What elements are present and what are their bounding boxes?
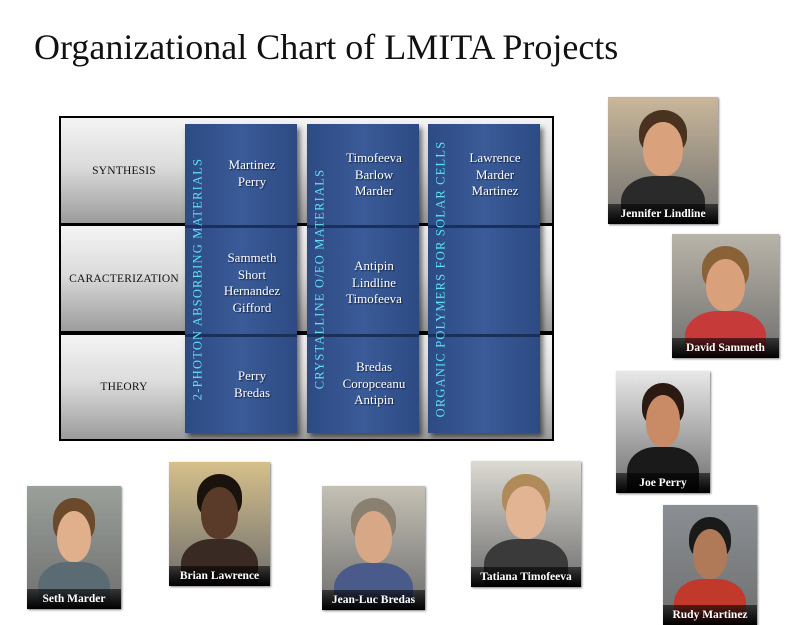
project-title-organic-polymers: ORGANIC POLYMERS FOR SOLAR CELLS [433, 140, 448, 417]
person-name-caption: Jean-Luc Bredas [322, 590, 425, 610]
org-chart: SYNTHESIS CARACTERIZATION THEORY 2-PHOTO… [59, 116, 554, 441]
person-name-caption: Joe Perry [616, 473, 710, 493]
portrait-face [506, 486, 546, 540]
portrait-image [471, 461, 581, 587]
page-title: Organizational Chart of LMITA Projects [34, 27, 619, 67]
row-label-synthesis: SYNTHESIS [92, 164, 156, 177]
person-name-caption: Jennifer Lindline [608, 204, 718, 224]
person-photo: Brian Lawrence [169, 462, 270, 586]
person-photo: Tatiana Timofeeva [471, 461, 581, 587]
portrait-face [706, 258, 745, 311]
column-divider [428, 225, 540, 228]
person-photo: David Sammeth [672, 234, 779, 358]
portrait-image [169, 462, 270, 586]
column-divider [185, 334, 297, 337]
portrait-face [646, 395, 680, 447]
column-divider [307, 225, 419, 228]
person-photo: Jean-Luc Bredas [322, 486, 425, 610]
project-column-organic-polymers: ORGANIC POLYMERS FOR SOLAR CELLS Lawrenc… [428, 124, 540, 433]
portrait-image [27, 486, 121, 609]
project-title-crystalline: CRYSTALLINE O/EO MATERIALS [312, 168, 327, 389]
person-name-caption: Brian Lawrence [169, 566, 270, 586]
portrait-face [693, 529, 727, 580]
person-photo: Jennifer Lindline [608, 97, 718, 224]
person-photo: Seth Marder [27, 486, 121, 609]
project-title-2-photon: 2-PHOTON ABSORBING MATERIALS [190, 157, 205, 400]
portrait-image [672, 234, 779, 358]
row-label-theory: THEORY [100, 381, 148, 393]
person-photo: Rudy Martinez [663, 505, 757, 625]
person-name-caption: Tatiana Timofeeva [471, 567, 581, 587]
person-photo: Joe Perry [616, 371, 710, 493]
portrait-face [57, 510, 91, 563]
column-divider [307, 334, 419, 337]
column-divider [185, 225, 297, 228]
row-label-caracterization: CARACTERIZATION [69, 272, 179, 285]
portrait-face [354, 510, 393, 563]
person-name-caption: Rudy Martinez [663, 605, 757, 625]
portrait-face [643, 122, 683, 176]
person-name-caption: David Sammeth [672, 338, 779, 358]
column-divider [428, 334, 540, 337]
portrait-face [201, 486, 238, 539]
person-name-caption: Seth Marder [27, 589, 121, 609]
